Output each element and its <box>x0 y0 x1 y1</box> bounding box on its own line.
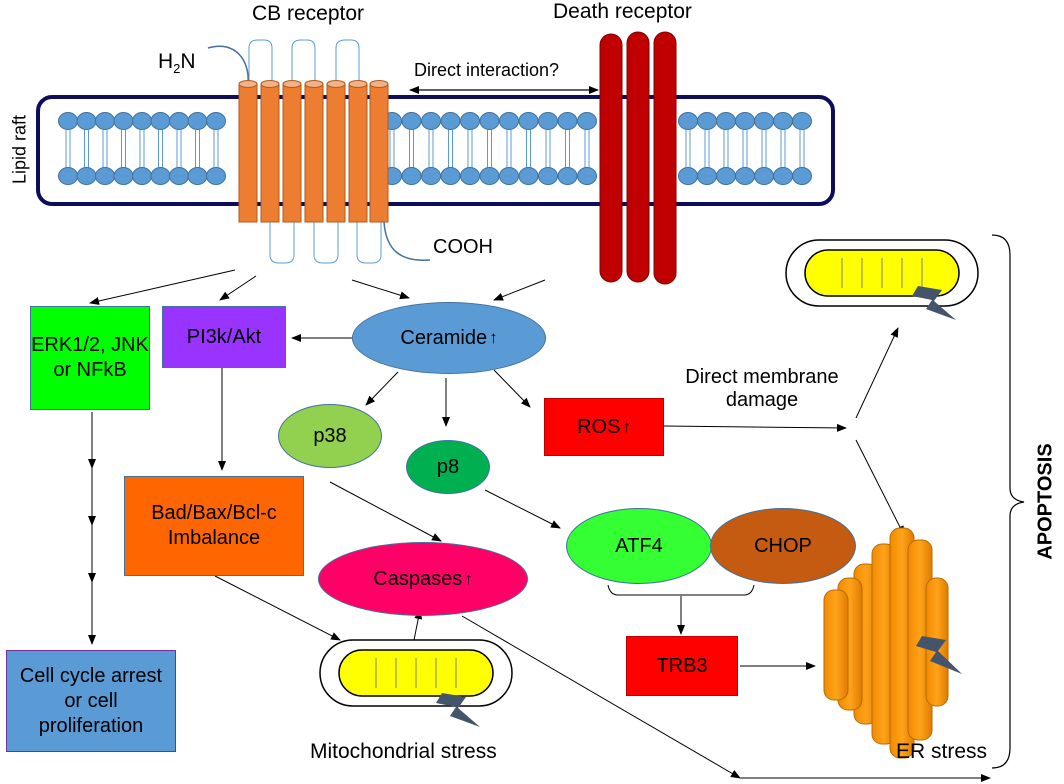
p8-node: p8 <box>406 440 490 494</box>
atf4-chop-bracket <box>607 584 755 596</box>
bad-bax-node: Bad/Bax/Bcl-c Imbalance <box>124 476 304 576</box>
h2n-label: H2N <box>158 50 196 77</box>
death-receptor-shape <box>599 31 677 285</box>
p38-node: p38 <box>278 404 382 468</box>
pathway-arrows <box>88 269 991 782</box>
lipid-raft-label: Lipid raft <box>9 114 30 185</box>
increase-arrow-icon: ↑ <box>464 569 473 588</box>
mitochondrion-top <box>785 239 979 320</box>
caspases-node: Caspases↑ <box>318 542 528 616</box>
atf4-node: ATF4 <box>566 508 712 584</box>
death-receptor-label: Death receptor <box>553 0 692 23</box>
apoptosis-brace <box>991 234 1025 769</box>
mitochondrial-stress-label: Mitochondrial stress <box>310 740 497 763</box>
cb-receptor-label: CB receptor <box>252 2 365 25</box>
ros-node: ROS↑ <box>544 398 664 456</box>
cb-receptor-tails <box>207 45 431 261</box>
pi3k-node: PI3k/Akt <box>162 306 286 368</box>
lipid-raft-membrane <box>36 95 835 206</box>
erk-node: ERK1/2, JNK or NFkB <box>30 306 150 410</box>
increase-arrow-icon: ↑ <box>622 417 631 437</box>
trb3-node: TRB3 <box>626 636 738 696</box>
lightning-icon <box>436 693 480 727</box>
direct-interaction-label: Direct interaction? <box>414 60 560 80</box>
cooh-label: COOH <box>433 236 493 258</box>
er-stress-label: ER stress <box>896 740 988 763</box>
cb-receptor-loops <box>248 39 382 264</box>
chop-node: CHOP <box>710 508 856 584</box>
lightning-icon <box>916 636 962 674</box>
cb-receptor-helices <box>238 80 389 223</box>
cell-cycle-node: Cell cycle arrest or cell proliferation <box>6 650 176 752</box>
increase-arrow-icon: ↑ <box>489 328 498 347</box>
lipid-bilayer <box>58 112 812 185</box>
lightning-icon <box>912 286 956 320</box>
apoptosis-label: APOPTOSIS <box>1034 443 1057 560</box>
ceramide-node: Ceramide↑ <box>352 302 546 374</box>
mitochondrion-bottom <box>319 639 513 727</box>
